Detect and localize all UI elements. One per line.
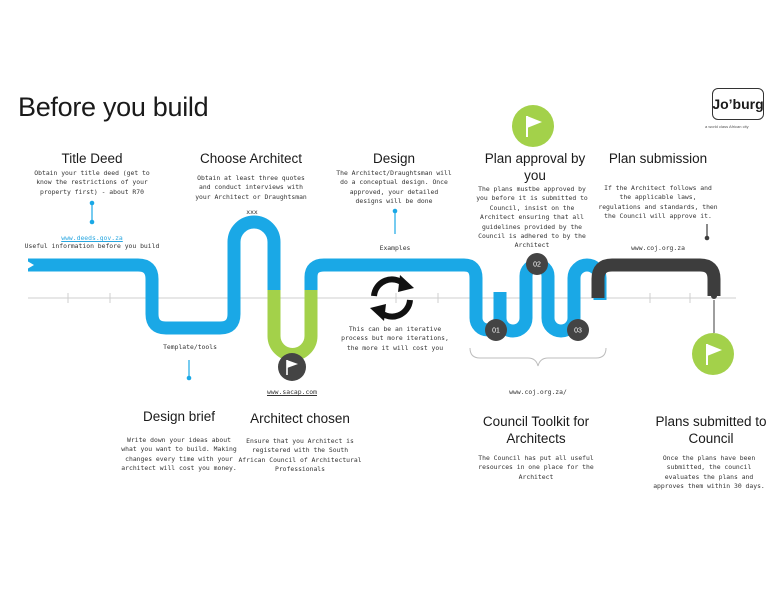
step-plan-submission-heading: Plan submission <box>608 151 708 166</box>
path-segment-1 <box>28 215 281 335</box>
template-tools-link[interactable]: Template/tools <box>163 343 217 351</box>
step-design-loop-note: This can be an iterative process but mor… <box>341 325 449 352</box>
step-design-brief-body: Write down your ideas about what you wan… <box>121 436 237 473</box>
step-title-deed-note: Useful information before you build <box>24 242 160 250</box>
marker-02 <box>526 253 548 275</box>
coj-link-toolkit[interactable]: www.coj.org.za/ <box>509 388 567 396</box>
step-plan-submission-body: If the Architect follows and the applica… <box>598 184 718 221</box>
step-plans-submitted-body: Once the plans have been submitted, the … <box>653 454 765 491</box>
logo-tagline: a world class African city <box>705 124 749 129</box>
step-choose-architect-note: xxx <box>246 208 258 216</box>
coj-link-top[interactable]: www.coj.org.za <box>631 244 685 252</box>
page-title: Before you build <box>18 92 209 122</box>
path-segment-3 <box>493 258 607 338</box>
step-plan-approval-heading: Plan approval by you <box>484 151 586 183</box>
step-plans-submitted-heading: Plans submitted to Council <box>655 414 767 446</box>
sacap-link[interactable]: www.sacap.com <box>266 388 318 396</box>
step-architect-chosen-body: Ensure that you Architect is registered … <box>238 437 362 474</box>
flag-icon <box>512 105 554 147</box>
step-title-deed-body: Obtain your title deed (get to know the … <box>34 169 150 196</box>
path-segment-4 <box>591 258 721 298</box>
step-design-brief-heading: Design brief <box>142 409 216 424</box>
flag-icon <box>692 333 734 375</box>
step-choose-architect-body: Obtain at least three quotes and conduct… <box>195 174 307 201</box>
step-plan-approval-body: The plans mustbe approved by you before … <box>476 185 588 250</box>
marker-03-label: 03 <box>574 328 582 335</box>
joburg-logo: Jo’burg <box>712 88 764 120</box>
marker-01 <box>485 319 507 341</box>
council-brace <box>469 347 607 367</box>
deeds-link[interactable]: www.deeds.gov.za <box>61 234 123 242</box>
flag-icon <box>278 353 306 381</box>
marker-02-label: 02 <box>533 262 541 269</box>
step-council-toolkit-body: The Council has put all useful resources… <box>478 454 594 481</box>
step-choose-architect-heading: Choose Architect <box>199 151 303 166</box>
step-design-heading: Design <box>372 151 416 166</box>
path-segment-architect <box>267 280 318 361</box>
marker-01-label: 01 <box>492 328 500 335</box>
step-title-deed-heading: Title Deed <box>61 151 123 166</box>
examples-link[interactable]: Examples <box>379 244 411 252</box>
step-council-toolkit-heading: Council Toolkit for Architects <box>482 414 590 446</box>
step-architect-chosen-heading: Architect chosen <box>250 411 350 426</box>
marker-03 <box>567 319 589 341</box>
step-design-body: The Architect/Draughtsman will do a conc… <box>336 169 452 206</box>
